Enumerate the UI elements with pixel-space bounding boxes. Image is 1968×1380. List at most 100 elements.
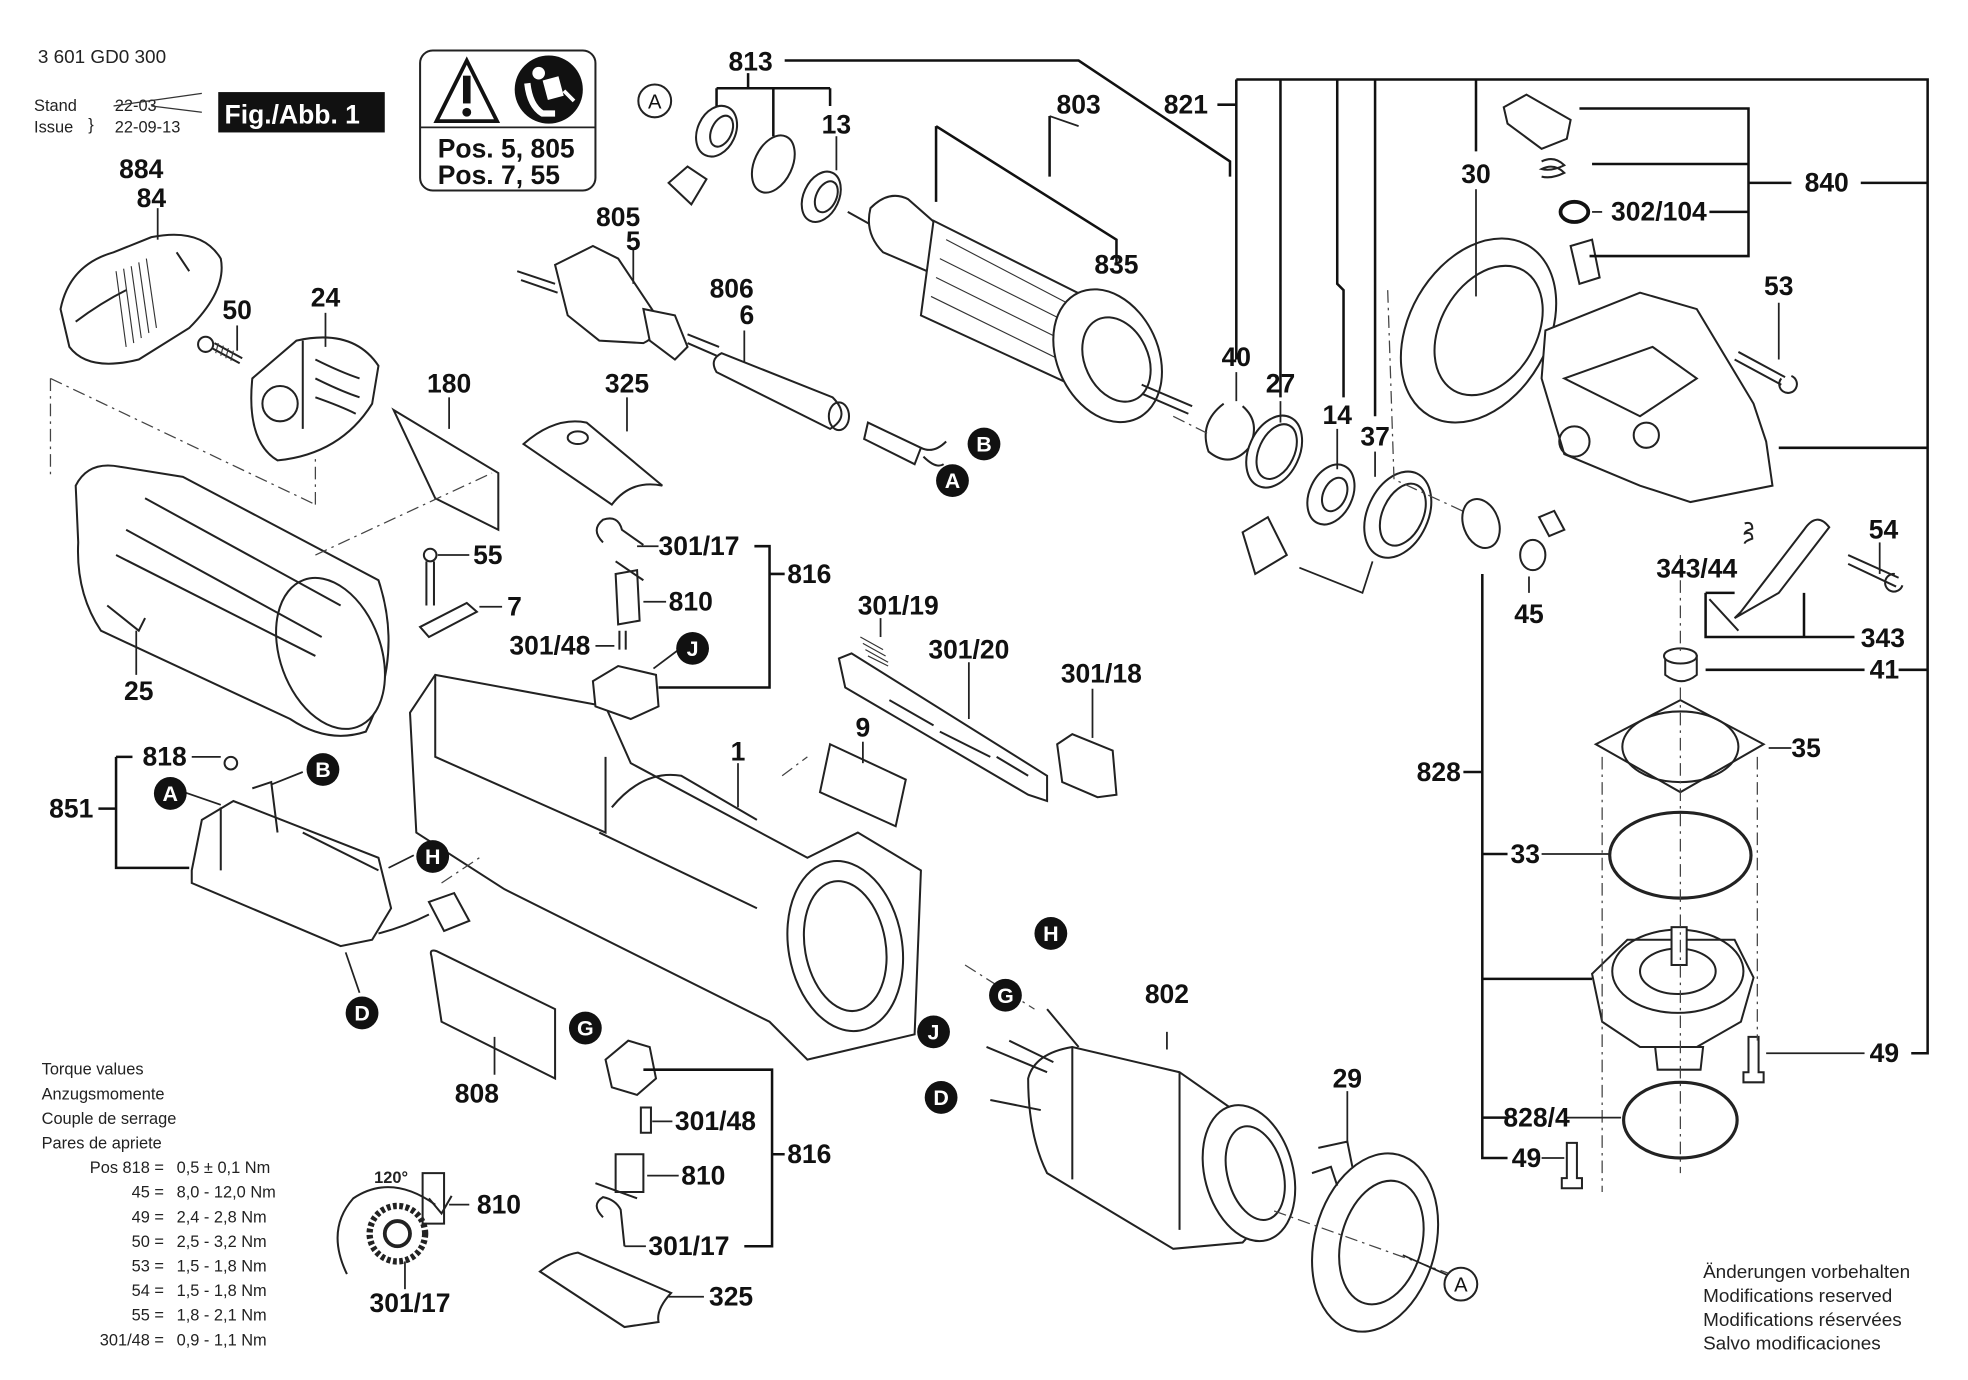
torque-heading: Anzugsmomente <box>42 1085 165 1103</box>
cover-sheet-325-bottom-part <box>538 1251 673 1329</box>
brush-holder-bottom-part <box>595 1039 658 1247</box>
motor-housing-25-part <box>74 464 390 737</box>
position-label-301-48-top: 301/48 <box>509 631 590 661</box>
connector-bubble-a-cable: A <box>936 464 969 498</box>
position-label-6: 6 <box>739 300 754 330</box>
armature-part <box>847 194 1193 424</box>
torque-position: 55 = <box>132 1307 164 1325</box>
position-label-7: 7 <box>507 592 522 622</box>
position-label-33: 33 <box>1510 839 1539 869</box>
issue-label: Issue <box>34 118 73 136</box>
position-label-24: 24 <box>311 283 341 313</box>
fan-baffle-part <box>250 336 380 462</box>
leader-lines <box>98 59 1929 1298</box>
position-label-13: 13 <box>822 110 851 140</box>
position-label-49-right: 49 <box>1870 1038 1899 1068</box>
position-label-803: 803 <box>1057 90 1101 120</box>
position-label-816-bot: 816 <box>787 1139 831 1169</box>
position-label-29: 29 <box>1333 1063 1362 1093</box>
position-label-851: 851 <box>49 793 93 823</box>
torque-position: Pos 818 = <box>90 1159 164 1177</box>
position-label-54: 54 <box>1869 515 1899 545</box>
connector-bubble-a-switch: A <box>153 777 187 810</box>
lever-343-part <box>1708 518 1831 632</box>
o-ring-828-4-part <box>1622 1080 1739 1160</box>
strike-line <box>151 105 202 113</box>
position-label-35: 35 <box>1791 733 1820 763</box>
issue-value: 22-09-13 <box>115 118 181 136</box>
fan-cover-29-part <box>1311 1140 1440 1333</box>
position-label-180: 180 <box>427 368 471 398</box>
position-label-1: 1 <box>731 737 746 767</box>
connector-bubble-b-cable: B <box>967 427 1001 461</box>
brush-holder-top-part <box>591 517 660 721</box>
connector-letter: G <box>997 984 1014 1008</box>
axis-line <box>49 377 493 556</box>
torque-heading: Torque values <box>42 1061 144 1079</box>
position-label-343: 343 <box>1861 623 1905 653</box>
connector-letter: J <box>928 1020 940 1044</box>
screw-55-part <box>418 547 479 639</box>
rear-cover-part <box>59 233 223 365</box>
connector-bubble-d-stator: D <box>924 1081 958 1114</box>
position-label-84: 84 <box>137 183 167 213</box>
position-label-818: 818 <box>143 742 187 772</box>
position-label-828-4: 828/4 <box>1503 1102 1570 1132</box>
document-header: 3 601 GD0 300 Stand Issue } 22-03 22-09-… <box>34 47 385 136</box>
torque-value: 0,5 ± 0,1 Nm <box>177 1159 271 1177</box>
position-label-802: 802 <box>1145 979 1189 1009</box>
strike-line <box>113 92 202 107</box>
position-label-805: 805 <box>596 202 640 232</box>
position-label-810-spring: 810 <box>477 1189 521 1219</box>
position-label-325-bot: 325 <box>709 1282 753 1312</box>
position-label-884: 884 <box>119 154 163 184</box>
connector-letter: B <box>315 758 330 782</box>
position-label-40: 40 <box>1222 342 1251 372</box>
modifications-note-line: Modifications réservées <box>1703 1310 1902 1331</box>
connector-letter: H <box>425 845 440 869</box>
position-label-spring-angle: 120° <box>374 1169 408 1187</box>
read-manual-icon <box>514 55 583 124</box>
position-label-816-top: 816 <box>787 559 831 589</box>
connector-bubble-d-switch: D <box>345 996 379 1030</box>
label-9-part <box>818 742 907 828</box>
spring-301-19-part <box>860 636 889 667</box>
position-label-343-44: 343/44 <box>1656 554 1737 584</box>
gear-housing-part <box>1540 291 1774 504</box>
screw-49-right-part <box>1742 1035 1765 1084</box>
torque-value: 8,0 - 12,0 Nm <box>177 1184 276 1202</box>
position-label-806: 806 <box>710 274 754 304</box>
pinion-gear-part <box>1461 498 1566 572</box>
position-label-835: 835 <box>1094 250 1138 280</box>
position-label-301-19: 301/19 <box>858 590 939 620</box>
label-808-part <box>429 949 557 1081</box>
circlip-40-part <box>1204 402 1255 461</box>
torque-value: 1,8 - 2,1 Nm <box>177 1307 267 1325</box>
torque-value: 0,9 - 1,1 Nm <box>177 1331 267 1349</box>
position-label-301-17-top: 301/17 <box>659 531 740 561</box>
position-label-808: 808 <box>455 1078 499 1108</box>
connector-letter: D <box>354 1001 369 1025</box>
position-label-840: 840 <box>1805 168 1849 198</box>
warning-box: Pos. 5, 805 Pos. 7, 55 <box>419 49 597 192</box>
connector-letter: B <box>976 433 991 457</box>
connector-bubble-b-switch: B <box>306 753 340 786</box>
part-number: 3 601 GD0 300 <box>38 47 166 68</box>
switch-button-301-18-part <box>1056 733 1118 799</box>
torque-heading: Couple de serrage <box>42 1110 177 1128</box>
modifications-note-line: Salvo modificaciones <box>1703 1334 1881 1355</box>
warning-line-1: Pos. 5, 805 <box>438 134 575 164</box>
bearing-flange-37-part <box>1241 470 1433 595</box>
cable-sleeve-part <box>712 352 947 467</box>
connector-letter: G <box>577 1017 594 1041</box>
position-label-9: 9 <box>856 713 871 743</box>
position-label-30: 30 <box>1461 159 1490 189</box>
position-label-301-18: 301/18 <box>1061 658 1142 688</box>
torque-position: 53 = <box>132 1258 164 1276</box>
position-label-25: 25 <box>124 676 153 706</box>
position-label-301-20: 301/20 <box>928 634 1009 664</box>
